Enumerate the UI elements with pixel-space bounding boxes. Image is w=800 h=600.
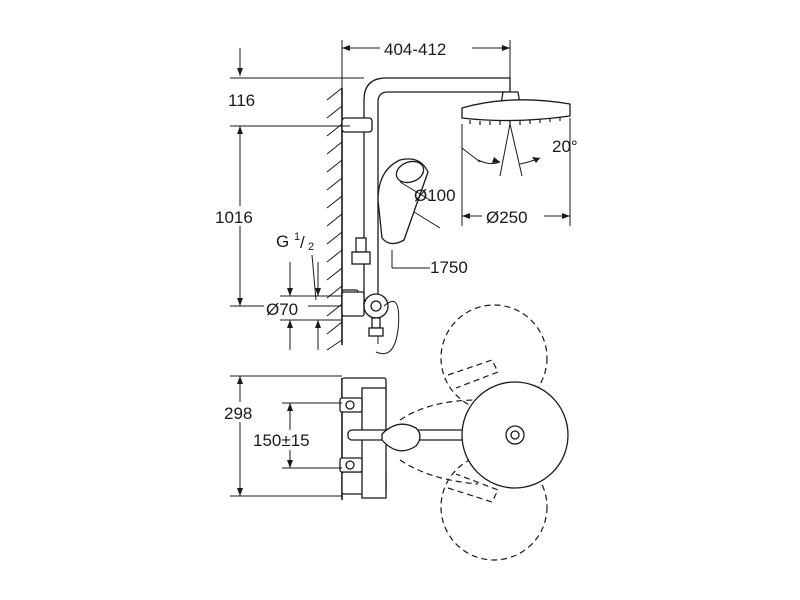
wall-hatching — [326, 87, 343, 351]
dim-thread: G 1 / 2 — [276, 231, 317, 301]
hand-shower — [351, 158, 429, 265]
dim-diameter-70: Ø70 — [264, 262, 342, 350]
dim-thread-denominator: 2 — [308, 241, 314, 253]
thermostat-top — [339, 377, 387, 499]
dim-arm-length-label: 404-412 — [384, 40, 446, 59]
side-view: 404-412 116 1016 G 1 / 2 — [212, 38, 578, 355]
dim-top-offset-label: 116 — [228, 91, 255, 110]
dim-hand-shower-label: Ø100 — [414, 186, 456, 205]
dim-rail-height-label: 1016 — [215, 208, 253, 227]
arm-top — [347, 381, 569, 489]
dim-hose-length-label: 1750 — [430, 258, 468, 277]
dim-center-distance-label: 150±15 — [253, 431, 310, 450]
dim-thread-numerator: 1 — [294, 231, 300, 243]
dim-hand-shower: Ø100 — [399, 181, 456, 229]
dim-center-distance: 150±15 — [250, 402, 342, 469]
dim-thread-label: G — [276, 232, 289, 251]
head-shower-side — [461, 91, 571, 125]
dim-arm-length: 404-412 — [341, 38, 511, 92]
dim-top-offset: 116 — [228, 48, 364, 110]
dim-head-shower-label: Ø250 — [486, 208, 528, 227]
dim-diameter-70-label: Ø70 — [266, 300, 298, 319]
dim-thermostat-height: 298 — [220, 375, 342, 497]
dim-rail-height: 1016 — [212, 125, 350, 307]
dim-head-shower: Ø250 — [461, 118, 571, 227]
dim-thermostat-height-label: 298 — [224, 404, 252, 423]
thermostat-side — [341, 291, 400, 355]
dim-thread-slash: / — [300, 233, 305, 252]
dim-hose-length: 1750 — [391, 250, 468, 277]
dim-tilt-angle: 20° — [461, 123, 578, 177]
dim-tilt-angle-label: 20° — [552, 137, 578, 156]
top-view: 298 150±15 — [220, 304, 569, 561]
